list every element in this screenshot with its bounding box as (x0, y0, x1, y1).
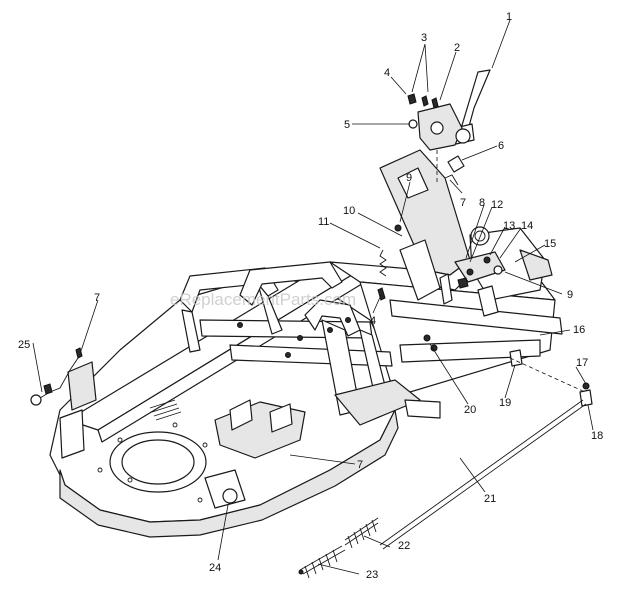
callout-1: 1 (506, 11, 512, 23)
callout-4b: 4 (370, 315, 376, 327)
callout-15: 15 (544, 238, 556, 250)
callout-19: 19 (499, 397, 511, 409)
adjustment-rod-assembly (298, 357, 593, 579)
callout-labels: 1 2 3 4 5 6 7 8 9 10 11 12 13 14 15 9 16… (18, 11, 603, 581)
callout-20: 20 (464, 404, 476, 416)
callout-9: 9 (406, 172, 412, 184)
callout-22: 22 (398, 540, 410, 552)
callout-7c: 7 (357, 459, 363, 471)
callout-7b: 7 (94, 292, 100, 304)
callout-25: 25 (18, 339, 30, 351)
callout-16: 16 (573, 324, 585, 336)
callout-6: 6 (498, 140, 504, 152)
mower-frame (49, 261, 563, 538)
callout-11: 11 (318, 216, 329, 228)
callout-8: 8 (479, 197, 485, 209)
callout-18: 18 (591, 430, 603, 442)
callout-14: 14 (521, 220, 533, 232)
callout-7: 7 (460, 197, 466, 209)
left-cable-assembly (30, 347, 83, 406)
callout-9b: 9 (567, 289, 573, 301)
callout-13: 13 (503, 220, 515, 232)
callout-3: 3 (421, 32, 427, 44)
control-handle-assembly (407, 69, 491, 186)
watermark-text: eReplacementParts.com (170, 290, 356, 309)
callout-5: 5 (344, 119, 350, 131)
callout-17: 17 (576, 357, 588, 369)
callout-24: 24 (209, 562, 221, 574)
callout-23: 23 (366, 569, 378, 581)
callout-4: 4 (384, 67, 390, 79)
callout-2: 2 (454, 42, 460, 54)
leader-lines (32, 19, 594, 575)
linkage-assembly (377, 224, 523, 367)
callout-12: 12 (491, 199, 503, 211)
callout-10: 10 (343, 205, 355, 217)
callout-21: 21 (484, 493, 496, 505)
